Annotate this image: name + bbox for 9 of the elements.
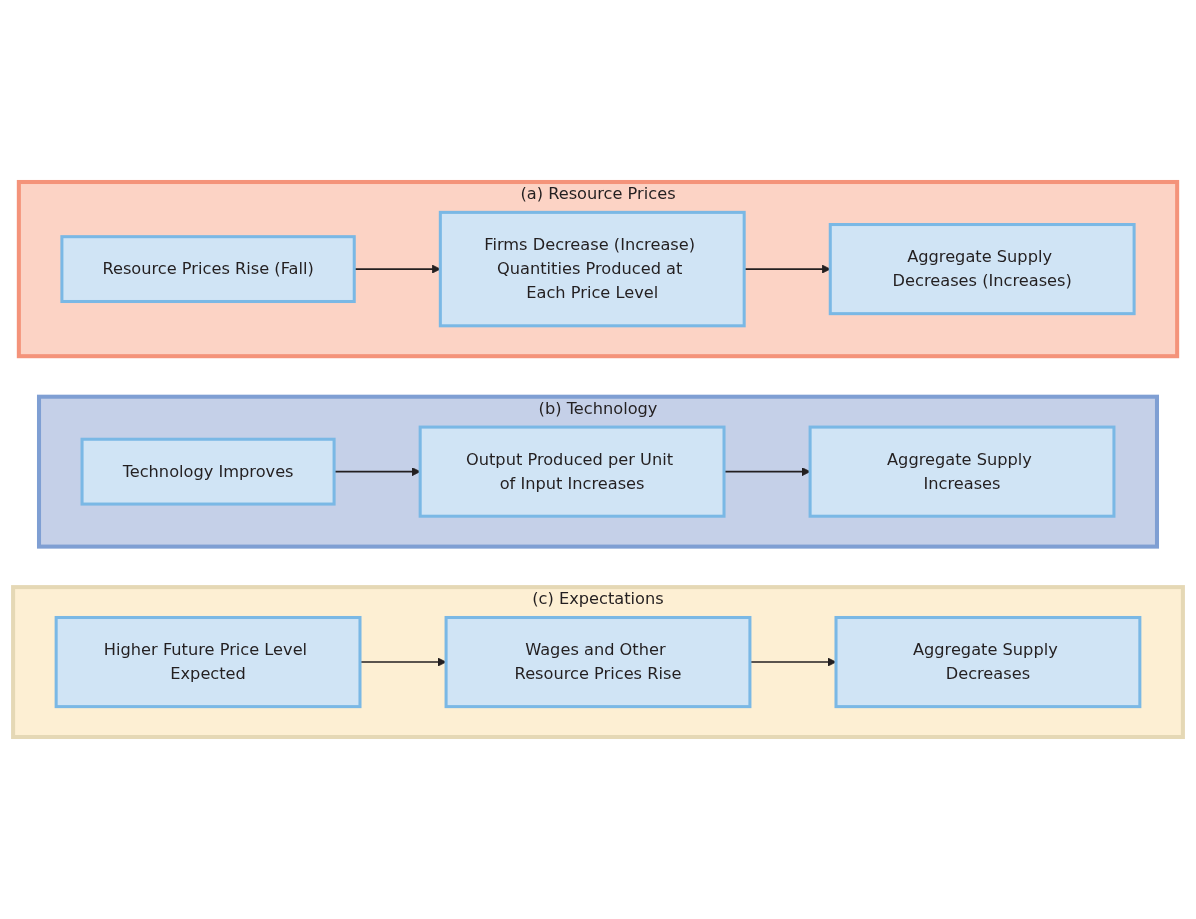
node-box: Resource Prices Rise (Fall) <box>60 235 356 303</box>
node-box: Aggregate Supply Increases <box>808 425 1116 518</box>
node-box: Aggregate Supply Decreases (Increases) <box>828 223 1136 316</box>
node-box: Wages and Other Resource Prices Rise <box>444 616 752 709</box>
node-box: Technology Improves <box>80 437 336 506</box>
node-box: Higher Future Price Level Expected <box>54 616 362 709</box>
node-box: Output Produced per Unit of Input Increases <box>418 425 726 518</box>
node-box: Aggregate Supply Decreases <box>834 616 1142 709</box>
node-box: Firms Decrease (Increase) Quantities Produced at Each Price Level <box>438 210 746 328</box>
